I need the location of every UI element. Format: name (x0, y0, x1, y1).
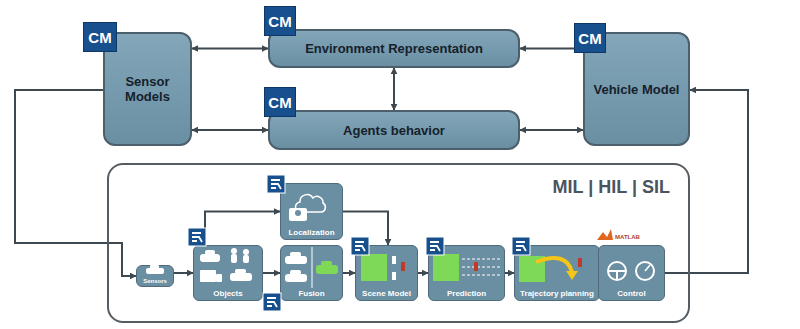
control-box: Control (598, 245, 665, 301)
frame-heading: MIL | HIL | SIL (553, 177, 670, 198)
r-logo (188, 175, 530, 311)
objects-box: Objects (193, 245, 263, 301)
flow-arrow (505, 272, 514, 274)
tool-label: MATLAB (614, 234, 641, 241)
box-label: Trajectory planning (518, 289, 596, 298)
agents-box: Agents behavior (268, 110, 520, 150)
prediction-box: Prediction (428, 245, 505, 301)
cm-badge: CM (83, 22, 117, 52)
box-label: Environment Representation (301, 41, 487, 56)
flow-arrow (393, 68, 395, 110)
trajectory-box: Trajectory planning (514, 245, 600, 301)
flow-arrow (205, 212, 280, 246)
box-label: Fusion (296, 289, 326, 298)
box-label: Sensors (141, 278, 169, 284)
box-label: Vehicle Model (590, 82, 684, 97)
fusion-box: Fusion (280, 245, 343, 301)
flow-arrow (174, 272, 193, 274)
environment-box: Environment Representation (268, 29, 520, 68)
flow-arrow (520, 129, 583, 131)
sensors-box: Sensors (136, 265, 174, 287)
flow-arrow (263, 272, 280, 274)
cm-badge: CM (264, 6, 296, 36)
box-label: Control (615, 289, 647, 298)
box-label: Objects (211, 289, 244, 298)
box-label: Scene Model (360, 289, 413, 298)
box-label: Sensor Models (105, 74, 190, 104)
cm-badge: CM (574, 23, 606, 53)
flow-arrow (343, 272, 355, 274)
box-label: Localization (286, 228, 336, 237)
simulation-frame: MIL | HIL | SIL SensorsObjects Localizatio… (107, 163, 690, 323)
flow-arrow (192, 48, 268, 50)
cm-badge: CM (264, 87, 296, 117)
localization-box: Localization (280, 183, 343, 240)
flow-arrow (192, 129, 268, 131)
matlab-logo (597, 229, 613, 240)
box-label: Prediction (445, 289, 488, 298)
scene-model-box: Scene Model (355, 245, 418, 301)
flow-arrow (418, 272, 428, 274)
flow-arrow (343, 212, 388, 246)
box-label: Agents behavior (339, 123, 449, 138)
